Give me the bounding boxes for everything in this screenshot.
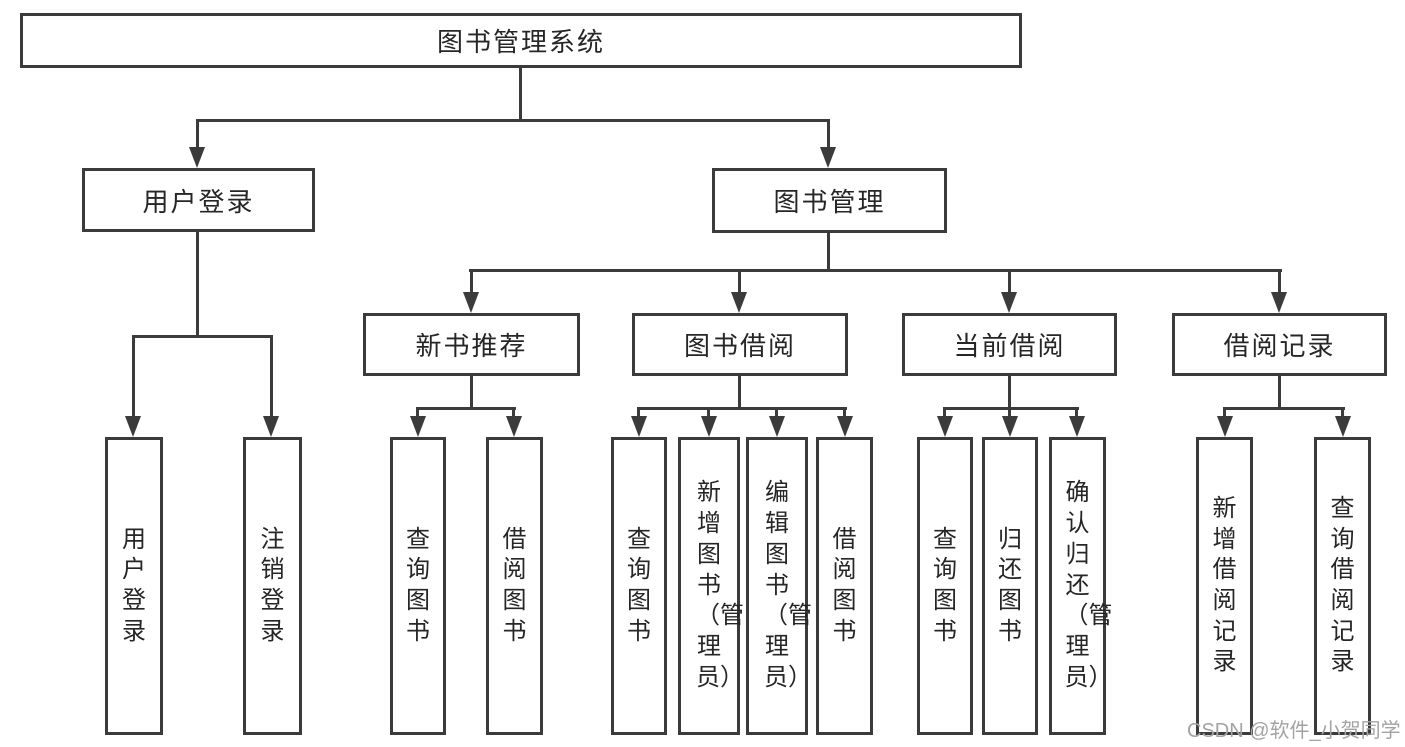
node-label: 新书推荐 [415, 331, 528, 361]
connector-level2-rail [196, 119, 830, 122]
arrow-down-icon [631, 416, 647, 437]
leaf-add-book-admin: 新增图书（管理员） [678, 437, 744, 735]
leaf-label: 注销登录 [260, 525, 285, 645]
leaf-label: 新增借阅记录 [1212, 494, 1237, 676]
leaf-confirm-return-admin: 确认归还（管理员） [1049, 437, 1113, 735]
node-root: 图书管理系统 [20, 13, 1022, 68]
leaf-borrow-books-1: 借阅图书 [486, 437, 543, 735]
connector-drop-leaf [943, 407, 946, 418]
arrow-down-icon [701, 416, 717, 437]
connector-drop-new-book [470, 269, 473, 293]
connector-current-borrow-stem [1008, 376, 1011, 409]
leaf-query-books-1: 查询图书 [390, 437, 446, 735]
arrow-down-icon [410, 416, 426, 437]
node-user-login: 用户登录 [82, 168, 315, 232]
connector-drop-leaf [843, 407, 846, 418]
arrow-down-icon [1069, 416, 1085, 437]
leaf-label: 查询借阅记录 [1330, 494, 1355, 676]
leaf-edit-book-admin: 编辑图书（管理员） [746, 437, 812, 735]
leaf-label: 借阅图书 [502, 525, 527, 645]
arrow-down-icon [189, 147, 205, 168]
arrow-down-icon [1271, 292, 1287, 313]
connector-drop-leaf [416, 407, 419, 418]
node-label: 图书管理系统 [436, 27, 605, 57]
node-book-borrow: 图书借阅 [632, 313, 848, 376]
leaf-label: 查询图书 [627, 525, 651, 645]
leaf-query-borrow-record: 查询借阅记录 [1314, 437, 1371, 735]
node-label: 当前借阅 [953, 331, 1066, 361]
arrow-down-icon [837, 416, 853, 437]
arrow-down-icon [125, 416, 141, 437]
leaf-label: 查询图书 [406, 525, 430, 645]
arrow-down-icon [769, 416, 785, 437]
connector-current-borrow-rail [943, 407, 1079, 410]
connector-drop-current-borrow [1008, 269, 1011, 293]
node-book-management: 图书管理 [712, 168, 947, 233]
leaf-label: 编辑图书（管理员） [764, 479, 812, 691]
leaf-return-book: 归还图书 [982, 437, 1038, 735]
connector-drop-leaf [775, 407, 778, 418]
connector-borrow-records-stem [1278, 376, 1281, 409]
node-label: 用户登录 [142, 186, 255, 217]
node-new-book-recommend: 新书推荐 [363, 313, 580, 376]
node-label: 图书借阅 [683, 331, 796, 361]
node-label: 图书管理 [773, 187, 886, 217]
arrow-down-icon [263, 416, 279, 437]
connector-new-book-stem [470, 376, 473, 409]
connector-root-stem [519, 68, 522, 121]
connector-drop-leaf [1223, 407, 1226, 418]
connector-borrow-records-rail [1223, 407, 1345, 410]
connector-drop-leaf [637, 407, 640, 418]
arrow-down-icon [731, 292, 747, 313]
connector-drop-book-borrow [738, 269, 741, 293]
arrow-down-icon [1217, 416, 1233, 437]
node-borrow-records: 借阅记录 [1172, 313, 1387, 376]
connector-drop-leaf [1008, 407, 1011, 418]
leaf-borrow-books-2: 借阅图书 [816, 437, 873, 735]
connector-drop-leaf [1341, 407, 1344, 418]
leaf-query-books-2: 查询图书 [611, 437, 667, 735]
arrow-down-icon [1001, 292, 1017, 313]
leaf-add-borrow-record: 新增借阅记录 [1196, 437, 1253, 735]
leaf-label: 确认归还（管理员） [1064, 479, 1113, 691]
connector-book-management-stem [827, 233, 830, 271]
leaf-logout: 注销登录 [243, 437, 302, 735]
connector-new-book-rail [416, 407, 516, 410]
connector-level3-rail [469, 269, 1282, 272]
leaf-label: 归还图书 [998, 525, 1022, 645]
connector-drop-leaf [512, 407, 515, 418]
connector-drop-book-management [827, 119, 830, 148]
arrow-down-icon [1335, 416, 1351, 437]
leaf-label: 新增图书（管理员） [696, 479, 744, 691]
arrow-down-icon [506, 416, 522, 437]
arrow-down-icon [937, 416, 953, 437]
arrow-down-icon [1002, 416, 1018, 437]
connector-user-login-stem [196, 232, 199, 338]
node-label: 借阅记录 [1223, 331, 1336, 361]
leaf-query-books-3: 查询图书 [917, 437, 973, 735]
connector-user-login-rail [132, 335, 273, 338]
connector-drop-borrow-records [1278, 269, 1281, 293]
connector-drop-leaf-logout [270, 335, 273, 416]
connector-drop-user-login [196, 119, 199, 148]
connector-drop-leaf-user-login [132, 335, 135, 416]
connector-drop-leaf [707, 407, 710, 418]
arrow-down-icon [820, 147, 836, 168]
leaf-label: 借阅图书 [832, 525, 857, 645]
connector-book-borrow-rail [637, 407, 847, 410]
connector-drop-leaf [1075, 407, 1078, 418]
leaf-label: 查询图书 [933, 525, 957, 645]
arrow-down-icon [463, 292, 479, 313]
connector-book-borrow-stem [738, 376, 741, 409]
node-current-borrow: 当前借阅 [902, 313, 1117, 376]
leaf-label: 用户登录 [122, 525, 146, 645]
watermark: CSDN @软件_小贺同学 [1187, 720, 1401, 742]
leaf-user-login: 用户登录 [105, 437, 163, 735]
